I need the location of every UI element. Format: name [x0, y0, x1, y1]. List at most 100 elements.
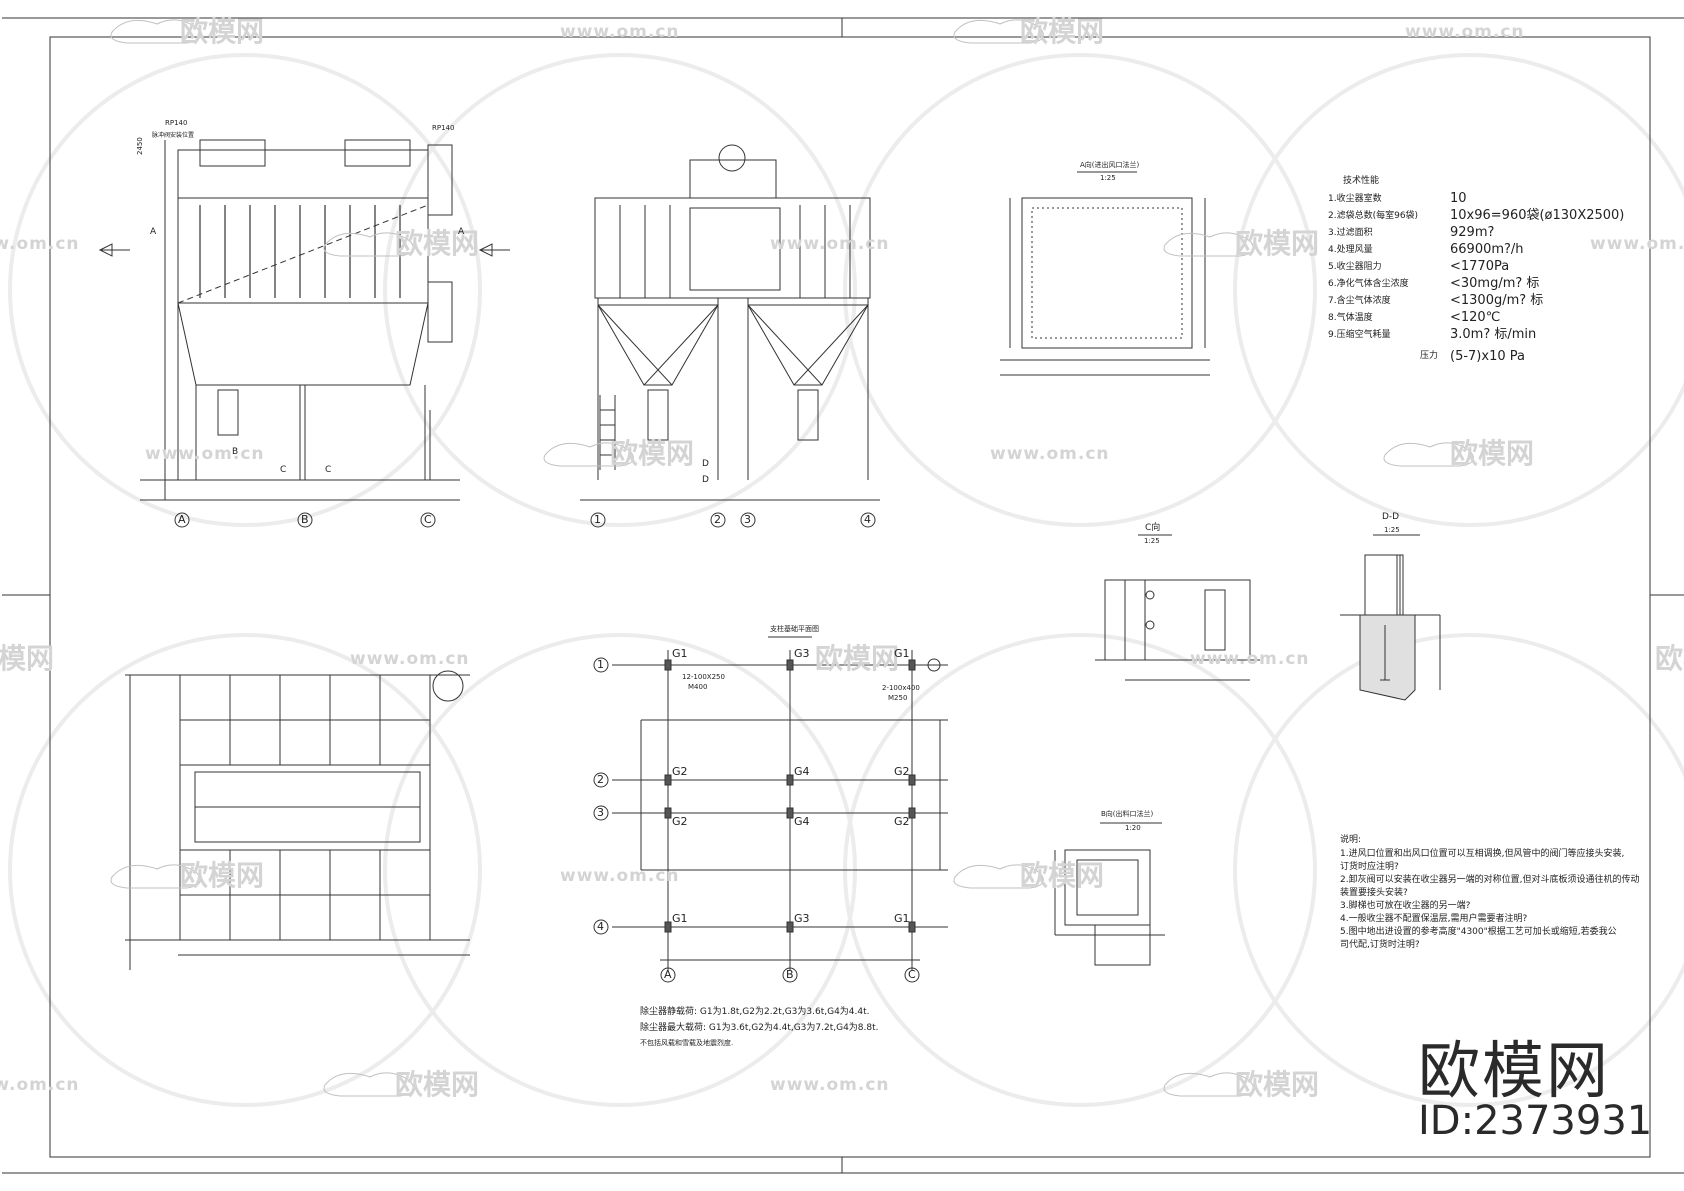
- watermark-url: www.om.cn: [560, 22, 680, 42]
- tech-spec-label: 3.过滤面积: [1328, 228, 1373, 238]
- support-row-label: 4: [597, 920, 604, 933]
- watermark-url: www.om.cn: [0, 1075, 80, 1095]
- watermark-arcs: [8, 53, 1684, 1107]
- tech-spec-value: 929m?: [1450, 225, 1495, 240]
- watermark-url: www.om.cn: [350, 649, 470, 669]
- side-view-axis-label: A: [178, 513, 186, 526]
- side-view-section-c-left: C: [280, 465, 287, 475]
- side-view-section-b: B: [232, 447, 239, 457]
- view-c-scale: 1:25: [1144, 537, 1160, 545]
- watermark-url: www.om.cn: [1190, 649, 1310, 669]
- front-view-axis-label: 1: [594, 513, 601, 526]
- support-node-label: G1: [672, 912, 688, 925]
- front-view-axis-label: 3: [744, 513, 751, 526]
- watermark-url: www.om.cn: [990, 444, 1110, 464]
- view-dd: [1340, 534, 1441, 701]
- watermark-brand: 欧模网: [1020, 15, 1105, 48]
- support-node-label: G2: [672, 815, 688, 828]
- watermark-url: www.om.cn: [560, 866, 680, 886]
- support-plan: [593, 636, 948, 983]
- tech-title: 技术性能: [1343, 176, 1380, 186]
- side-view-arrow-a-left: A: [150, 227, 157, 237]
- watermark-logos: [110, 19, 1474, 1097]
- sheet-border: [2, 17, 1684, 1174]
- load-note: 不包括风载和雪载及地震烈度.: [640, 1039, 734, 1047]
- side-view: [98, 139, 510, 528]
- view-c: [1095, 534, 1260, 681]
- watermark-url: www.om.cn: [0, 234, 80, 254]
- note-line: 5.图中地出进设置的参考高度"4300"根据工艺可加长或缩短,若委我公: [1340, 927, 1617, 937]
- support-col-label: B: [786, 968, 794, 981]
- view-b-title: B向(出料口法兰): [1101, 810, 1154, 818]
- load-note: 除尘器静载荷: G1为1.8t,G2为2.2t,G3为3.6t,G4为4.4t.: [640, 1007, 870, 1017]
- support-row-label: 2: [597, 773, 604, 786]
- support-col-label: A: [664, 968, 672, 981]
- support-node-label: G1: [672, 647, 688, 660]
- watermark-brand: 欧模网: [395, 227, 480, 260]
- support-embed-label: M250: [888, 694, 908, 702]
- watermark-brand: 欧模网: [610, 437, 695, 470]
- view-b-scale: 1:20: [1125, 824, 1141, 832]
- front-view-section-d-bottom: D: [702, 475, 709, 485]
- view-a-title: A向(进出风口法兰): [1080, 161, 1140, 169]
- watermark-brand: 欧模网: [395, 1068, 480, 1101]
- support-plan-title: 支柱基础平面图: [770, 625, 819, 633]
- support-node-label: G2: [672, 765, 688, 778]
- view-a: [1000, 171, 1210, 376]
- tech-spec-value: <30mg/m? 标: [1450, 276, 1540, 291]
- view-dd-scale: 1:25: [1384, 526, 1400, 534]
- front-view-axis-label: 2: [714, 513, 721, 526]
- support-node-label: G3: [794, 912, 810, 925]
- tech-pressure-label: 压力: [1420, 351, 1439, 361]
- watermark-brand: 欧模网: [1235, 227, 1320, 260]
- side-view-section-c-right: C: [325, 465, 332, 475]
- tech-spec-label: 1.收尘器室数: [1328, 194, 1382, 204]
- support-node-label: G2: [894, 815, 910, 828]
- tech-spec-label: 8.气体温度: [1328, 313, 1373, 323]
- side-view-axis-label: B: [301, 513, 309, 526]
- brand-id: ID:2373931: [1418, 1098, 1653, 1144]
- watermark-brand: 欧模网: [1450, 437, 1535, 470]
- plan-view: [125, 670, 470, 970]
- note-line: 装置要接头安装?: [1340, 888, 1408, 898]
- watermark-url: www.om.cn: [1590, 234, 1684, 254]
- support-embed-label: M400: [688, 683, 708, 691]
- watermark-url: www.om.cn: [770, 1075, 890, 1095]
- tech-pressure-value: (5-7)x10 Pa: [1450, 349, 1525, 364]
- tech-spec-label: 7.含尘气体浓度: [1328, 296, 1391, 306]
- support-row-label: 1: [597, 658, 604, 671]
- tech-spec-value: 10x96=960袋(ø130X2500): [1450, 208, 1625, 223]
- watermark-brand: 欧模网: [1020, 859, 1105, 892]
- note-line: 订货时应注明?: [1340, 862, 1399, 872]
- view-a-scale: 1:25: [1100, 174, 1116, 182]
- support-row-label: 3: [597, 806, 604, 819]
- tech-spec-value: 3.0m? 标/min: [1450, 327, 1537, 342]
- support-node-label: G1: [894, 647, 910, 660]
- note-line: 4.一般收尘器不配置保温层,需用户需要者注明?: [1340, 914, 1528, 924]
- support-node-label: G4: [794, 765, 810, 778]
- side-view-axis-label: C: [424, 513, 432, 526]
- tech-spec-label: 2.滤袋总数(每室96袋): [1328, 211, 1419, 221]
- note-line: 2.卸灰阀可以安装在收尘器另一端的对称位置,但对斗底板须设通往机的传动: [1340, 875, 1640, 885]
- support-node-label: G1: [894, 912, 910, 925]
- view-dd-title: D-D: [1382, 512, 1400, 522]
- side-view-height-dim: 2450: [136, 137, 144, 155]
- tech-spec-value: 66900m?/h: [1450, 242, 1524, 257]
- watermark-url: www.om.cn: [145, 444, 265, 464]
- watermark-url: www.om.cn: [770, 234, 890, 254]
- view-b: [1054, 822, 1165, 966]
- notes-title: 说明:: [1340, 835, 1362, 845]
- view-c-title: C向: [1145, 523, 1161, 533]
- tech-spec-label: 9.压缩空气耗量: [1328, 330, 1391, 340]
- brand-logo-text: 欧模网: [1418, 1034, 1611, 1107]
- side-view-valve-label-right: RP140: [432, 124, 455, 132]
- front-view-section-d-top: D: [702, 459, 709, 469]
- watermark-brand: 欧模网: [1235, 1068, 1320, 1101]
- support-col-label: C: [908, 968, 916, 981]
- tech-spec-value: <1770Pa: [1450, 259, 1510, 274]
- watermark-brand: 欧模网: [1655, 642, 1684, 675]
- watermark-brand: 欧模网: [180, 859, 265, 892]
- support-embed-label: 2-100x400: [882, 684, 920, 692]
